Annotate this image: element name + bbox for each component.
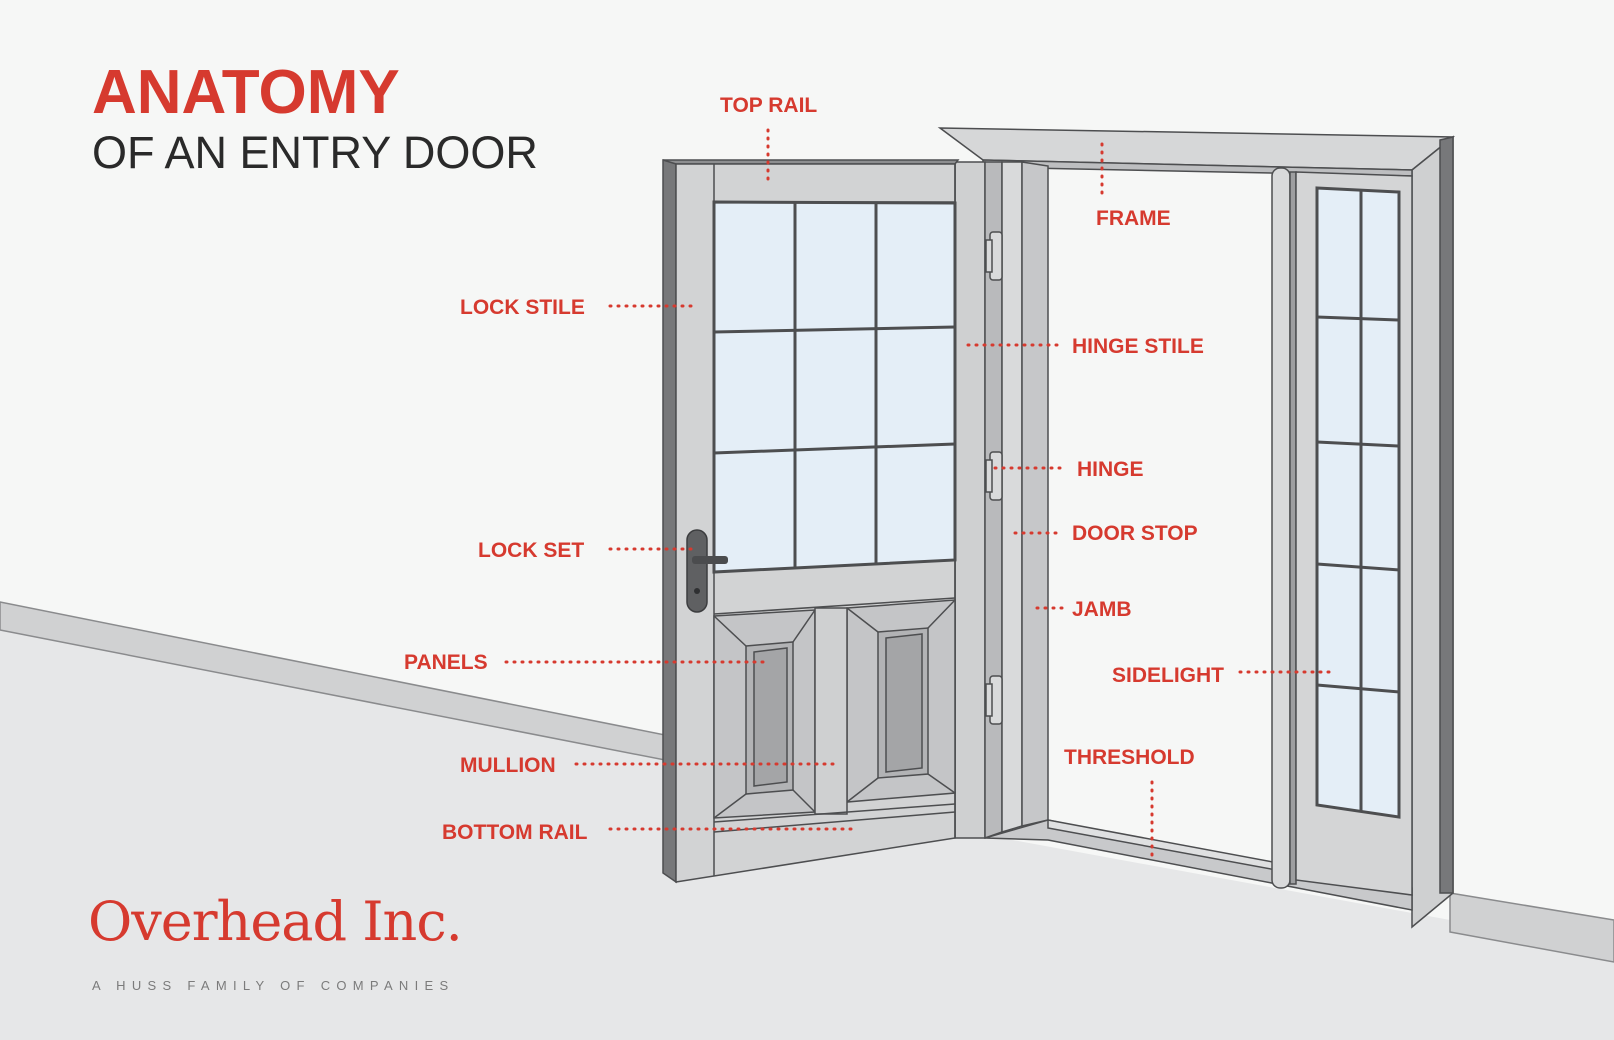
page-subtitle: OF AN ENTRY DOOR xyxy=(92,127,538,178)
frame-right-edge xyxy=(1439,136,1454,894)
outer-frame xyxy=(937,127,1456,929)
brand-tagline: A HUSS FAMILY OF COMPANIES xyxy=(92,978,455,993)
lock-set xyxy=(686,529,728,613)
label-mullion: MULLION xyxy=(460,754,556,777)
label-threshold: THRESHOLD xyxy=(1064,746,1195,769)
hinge-jamb xyxy=(954,161,1049,840)
label-lock-set: LOCK SET xyxy=(478,539,585,562)
label-hinge: HINGE xyxy=(1077,458,1144,481)
label-door-stop: DOOR STOP xyxy=(1072,522,1198,545)
page-title: ANATOMY xyxy=(92,58,400,127)
door-slab xyxy=(662,159,960,884)
label-bottom-rail: BOTTOM RAIL xyxy=(442,821,588,844)
label-sidelight: SIDELIGHT xyxy=(1112,664,1225,687)
label-top-rail: TOP RAIL xyxy=(720,94,818,117)
sidelight-unit xyxy=(1295,171,1413,896)
label-panels: PANELS xyxy=(404,651,488,674)
baseboard-right xyxy=(1449,892,1614,963)
hinges xyxy=(985,231,1003,725)
door-glass xyxy=(712,200,957,574)
sidelight-post xyxy=(1271,167,1297,889)
label-lock-stile: LOCK STILE xyxy=(460,296,585,319)
sidelight-glass xyxy=(1315,186,1401,819)
door-edge xyxy=(662,159,677,884)
door-panels xyxy=(713,599,956,819)
label-jamb: JAMB xyxy=(1072,598,1132,621)
brand-logo: Overhead Inc. xyxy=(88,890,463,953)
label-hinge-stile: HINGE STILE xyxy=(1072,335,1204,358)
leader-lines xyxy=(504,128,1338,864)
label-frame: FRAME xyxy=(1096,207,1171,230)
